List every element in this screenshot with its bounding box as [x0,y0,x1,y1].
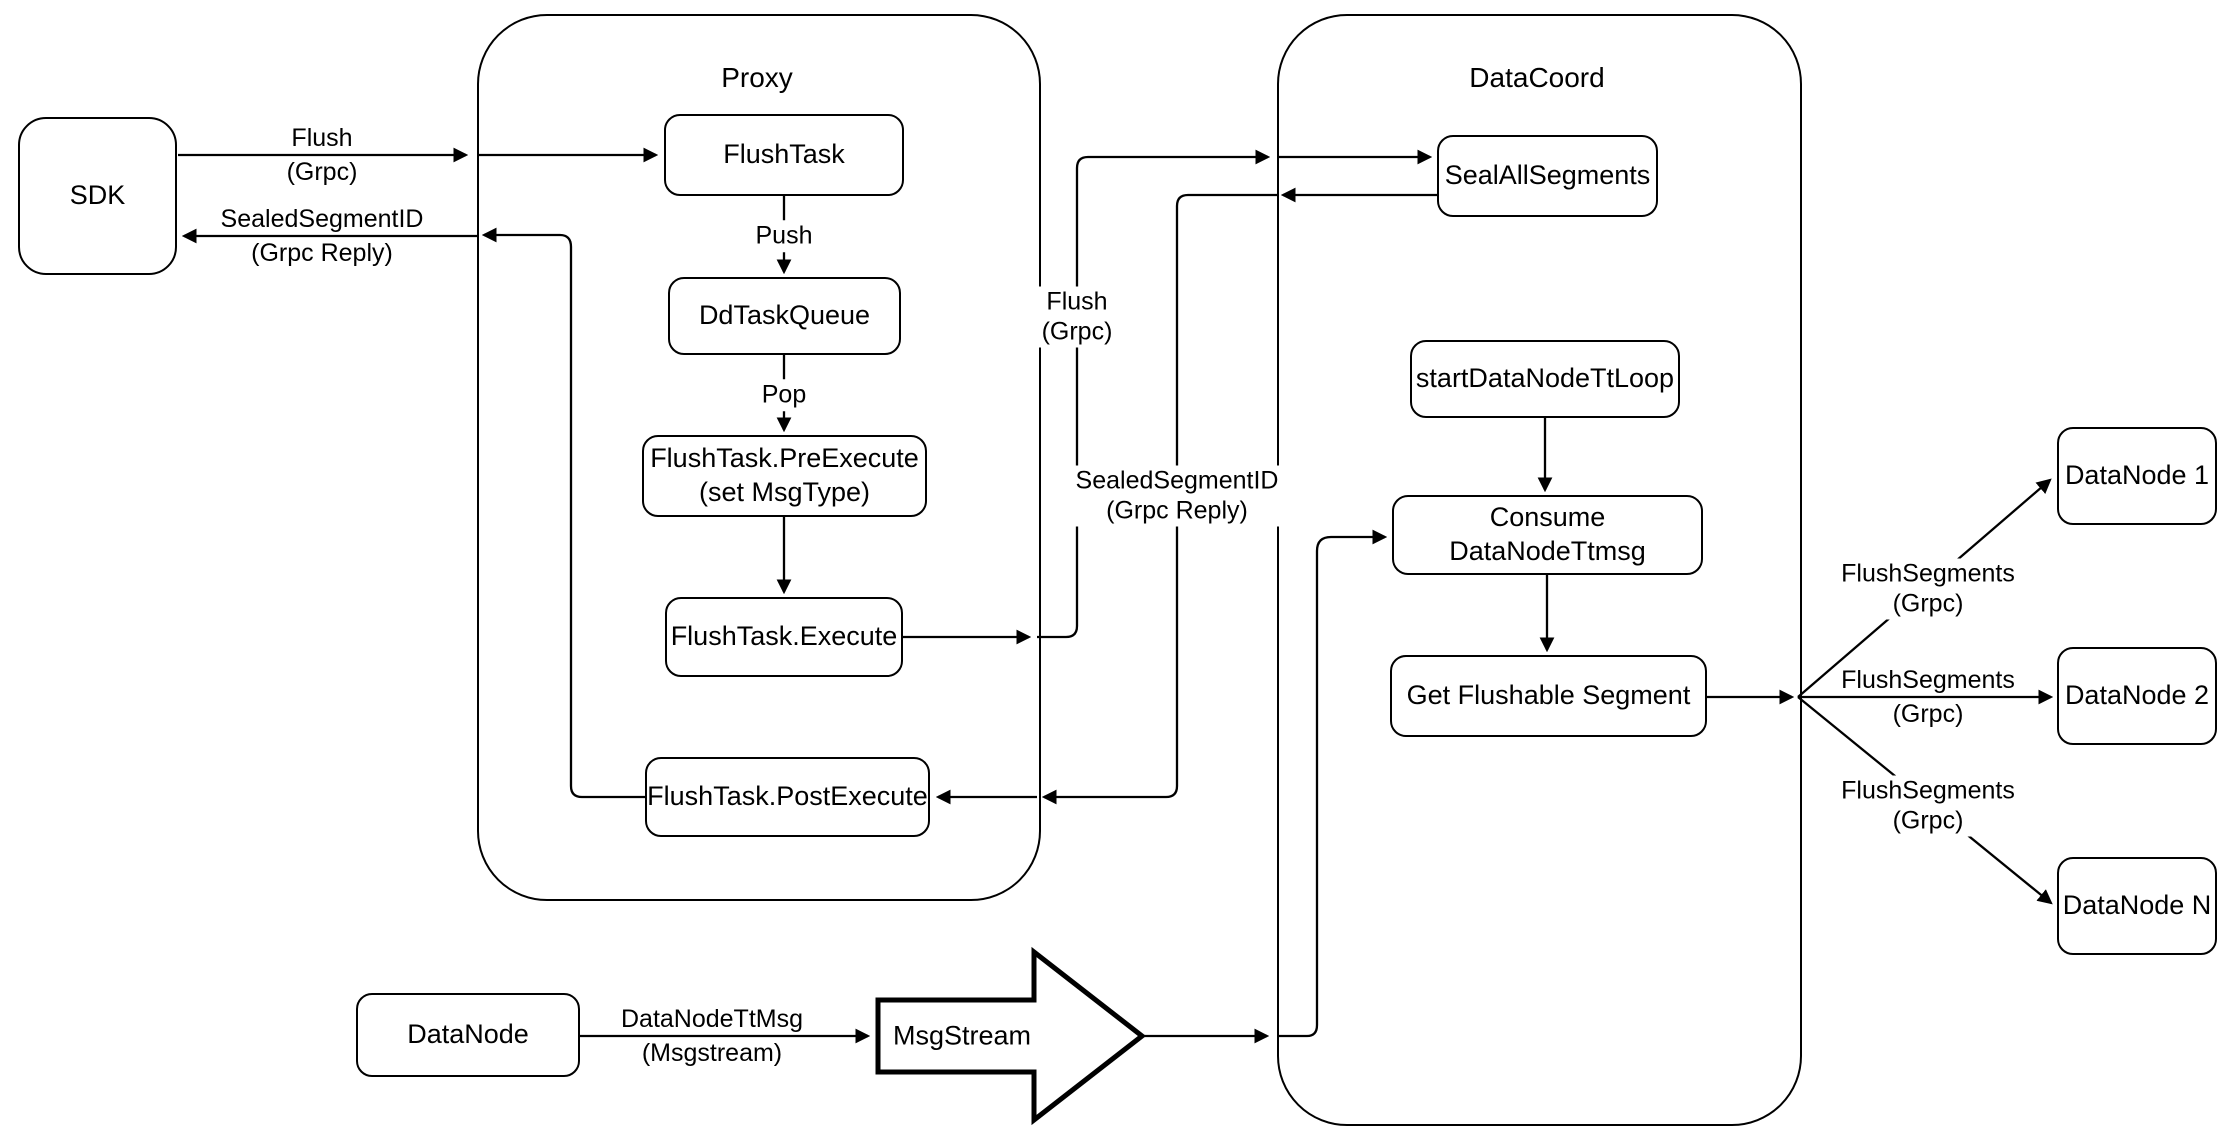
edge-label-line: FlushSegments [1841,776,2015,805]
node-datanode-n: DataNode N [2057,857,2217,955]
edge-label-flushsegments-datanode1: FlushSegments (Grpc) [1836,558,2020,620]
edge-label-line: (Msgstream) [637,1040,787,1066]
edge-label-line: DataNodeTtMsg [616,1006,808,1032]
node-ddtaskqueue: DdTaskQueue [668,277,901,355]
edge-label-line: (Grpc Reply) [1106,496,1248,524]
edge-label-line: (Grpc) [282,159,362,185]
edge-label-line: SealedSegmentID [1075,466,1279,495]
edge-label-line: Flush [1046,287,1108,316]
edge-label-line: (Grpc) [1892,589,1964,617]
datacoord-container [1277,14,1802,1126]
edge-label-line: (Grpc Reply) [247,240,397,266]
edge-label-sealedsegmentid-proxy: SealedSegmentID (Grpc Reply) [1070,465,1284,527]
node-startdatanodettloop: startDataNodeTtLoop [1410,340,1680,418]
node-datanode-source: DataNode [356,993,580,1077]
edge-postexecute-to-proxy-edge [481,227,645,799]
edge-label-flushsegments-datanode2: FlushSegments (Grpc) [1837,667,2019,727]
edge-label-line: SealedSegmentID [216,206,428,232]
node-flushtask-preexecute: FlushTask.PreExecute (set MsgType) [642,435,927,517]
node-flushtask-postexecute: FlushTask.PostExecute [645,757,930,837]
edge-label-line: (Grpc) [1041,317,1113,345]
proxy-container-title: Proxy [721,62,793,93]
msgstream-block-arrow [875,946,1147,1126]
proxy-container [477,14,1041,901]
edge-label-line: Pop [761,380,807,409]
node-flushtask-execute: FlushTask.Execute [665,597,903,677]
node-datanode-1: DataNode 1 [2057,427,2217,525]
edge-label-line: Push [755,221,813,250]
edge-label-flush-grpc-datacoord: Flush (Grpc) [1036,286,1118,348]
edge-label-line: (Grpc) [1892,806,1964,834]
node-consume-datanodettmsg: Consume DataNodeTtmsg [1392,495,1703,575]
datacoord-container-title: DataCoord [1469,62,1605,93]
edge-label-line: FlushSegments [1841,559,2015,588]
edge-label-line: Flush [287,125,357,151]
edge-label-datanodettmsg: DataNodeTtMsg (Msgstream) [616,1006,808,1066]
node-datanode-2: DataNode 2 [2057,647,2217,745]
node-flushtask: FlushTask [664,114,904,196]
edge-proxy-to-datacoord-flush [1037,149,1271,639]
node-get-flushable-segment: Get Flushable Segment [1390,655,1707,737]
edge-label-flush-grpc-sdk: Flush (Grpc) [282,125,362,185]
node-sealallsegments: SealAllSegments [1437,135,1658,217]
edge-label-flushsegments-datanoden: FlushSegments (Grpc) [1836,775,2020,837]
msgstream-label: MsgStream [892,1020,1032,1051]
edge-label-pop: Pop [756,379,812,411]
edge-label-push: Push [750,220,818,252]
node-sdk: SDK [18,117,177,275]
edge-msgstream-to-consume [1277,529,1388,1038]
edge-label-sealedsegmentid-sdk: SealedSegmentID (Grpc Reply) [216,206,428,266]
edge-label-line: (Grpc) [1888,701,1968,727]
edge-label-line: FlushSegments [1837,667,2019,693]
